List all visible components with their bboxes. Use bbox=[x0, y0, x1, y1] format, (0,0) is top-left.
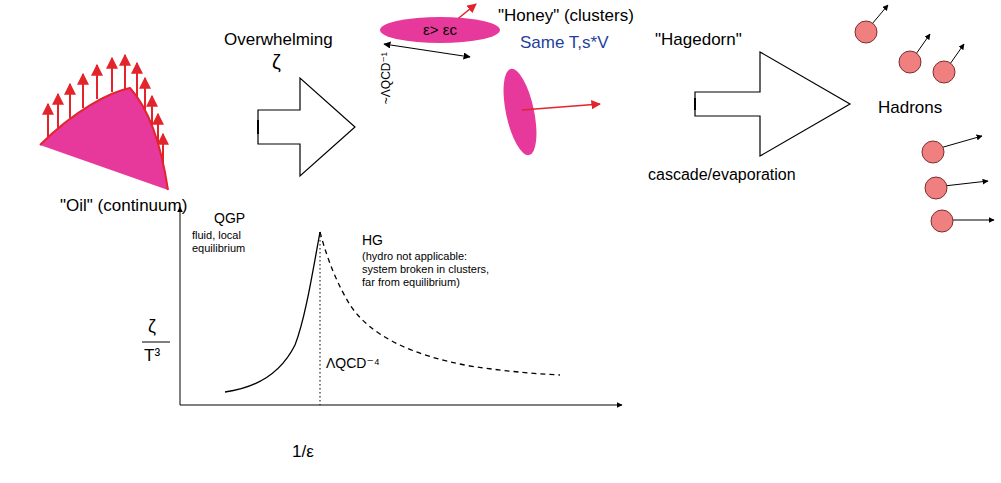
arrow-tick bbox=[257, 120, 259, 134]
phase-label: HG bbox=[362, 232, 383, 249]
qgp-curve bbox=[225, 232, 320, 392]
stage-label: Hadrons bbox=[878, 98, 942, 118]
hadron-arrows bbox=[872, 5, 994, 220]
node-label: ε> εc bbox=[423, 21, 457, 39]
axis-label: 1/ε bbox=[292, 442, 314, 462]
hg-curve bbox=[320, 232, 560, 375]
arrow-label: "Hagedorn" bbox=[655, 30, 742, 50]
phase-label: QGP bbox=[214, 210, 245, 227]
momentum-arrow bbox=[522, 104, 600, 110]
arrow-label: cascade/evaporation bbox=[648, 165, 796, 184]
arrow-tick bbox=[694, 98, 696, 110]
cluster-ellipse bbox=[497, 66, 543, 158]
symbol-label: ζ bbox=[272, 50, 281, 74]
size-label: ~ΛQCD⁻¹ bbox=[379, 52, 393, 104]
x-axis bbox=[180, 405, 622, 406]
stage-label: "Honey" (clusters) bbox=[498, 6, 634, 26]
continuum-blob: "Oil" (continuum) bbox=[30, 40, 220, 225]
block-arrow bbox=[258, 78, 355, 176]
fraction-bar bbox=[142, 342, 170, 343]
peak-line bbox=[320, 232, 321, 405]
size-arrow bbox=[384, 44, 470, 57]
cluster-ellipse: ε> εc bbox=[380, 17, 500, 43]
scale-label: ΛQCD⁻⁴ bbox=[326, 355, 380, 372]
y-axis bbox=[180, 207, 181, 405]
phase-note: (hydro not applicable: system broken in … bbox=[362, 250, 502, 290]
node-label: "Oil" (continuum) bbox=[60, 196, 187, 216]
hadron-circles bbox=[855, 21, 955, 232]
axis-label: T³ bbox=[144, 346, 160, 366]
phase-note: fluid, local equilibrium bbox=[192, 229, 272, 255]
axis-label: ζ bbox=[148, 316, 156, 338]
note-label: Same T,s*V bbox=[520, 33, 609, 53]
block-arrow bbox=[695, 52, 850, 156]
arrow-label: Overwhelming bbox=[224, 30, 333, 50]
